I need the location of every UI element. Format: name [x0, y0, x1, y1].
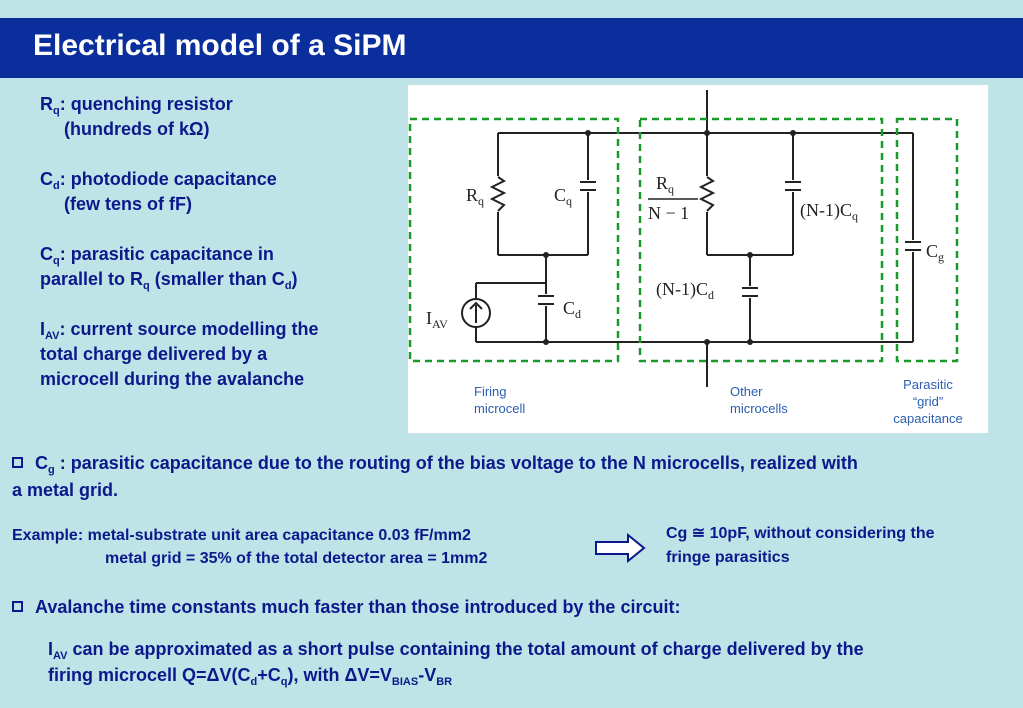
def-rq: Rq: quenching resistor (hundreds of kΩ) [40, 94, 233, 139]
example-line-2: metal grid = 35% of the total detector a… [105, 550, 488, 567]
title-bar: Electrical model of a SiPM [0, 18, 1023, 78]
circuit-figure: Rq Cq Cd IAV Rq N − 1 (N-1)Cq (N-1)Cd Cg… [408, 85, 988, 433]
label-iav: IAV [426, 308, 448, 331]
def-cq: Cq: parasitic capacitance in parallel to… [40, 244, 298, 292]
page-title: Electrical model of a SiPM [33, 29, 407, 62]
caption-other-1: Other [730, 384, 763, 399]
definitions-list: Rq: quenching resistor (hundreds of kΩ) … [40, 92, 400, 417]
bullet-box-icon [12, 601, 23, 612]
label-n1cq: (N-1)Cq [800, 200, 858, 223]
caption-parasitic-2: “grid” [913, 394, 943, 409]
caption-parasitic-3: capacitance [893, 411, 962, 426]
bullet-avalanche: Avalanche time constants much faster tha… [12, 597, 680, 618]
right-arrow-icon [595, 532, 646, 564]
example-line-1: Example: metal-substrate unit area capac… [12, 527, 471, 544]
caption-other-2: microcells [730, 401, 788, 416]
bullet-box-icon [12, 457, 23, 468]
caption-parasitic-1: Parasitic [903, 377, 953, 392]
bullet-cg: Cg : parasitic capacitance due to the ro… [12, 453, 858, 500]
label-cd: Cd [563, 298, 581, 321]
label-rq: Rq [466, 185, 484, 208]
caption-firing-1: Firing [474, 384, 507, 399]
bullet-iav: IAV can be approximated as a short pulse… [48, 639, 864, 688]
label-rq-over-n: Rq [656, 173, 674, 196]
label-cq: Cq [554, 185, 572, 208]
circuit-diagram: Rq Cq Cd IAV Rq N − 1 (N-1)Cq (N-1)Cd Cg… [408, 90, 963, 426]
label-cg: Cg [926, 241, 944, 264]
def-iav: IAV: current source modelling the total … [40, 319, 319, 389]
def-cd: Cd: photodiode capacitance (few tens of … [40, 169, 277, 214]
caption-firing-2: microcell [474, 401, 525, 416]
label-n-minus-1: N − 1 [648, 203, 689, 223]
label-n1cd: (N-1)Cd [656, 279, 714, 302]
